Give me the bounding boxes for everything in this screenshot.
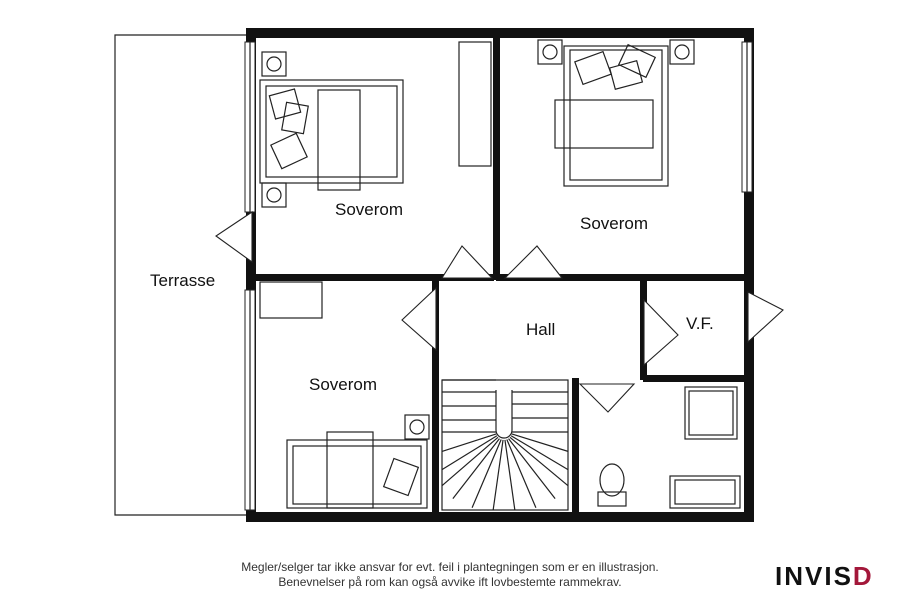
label-vf: V.F. [686,314,714,333]
label-hall: Hall [526,320,555,339]
duvet [326,431,374,509]
stair-tread [511,433,569,452]
pillow [281,101,309,135]
pillow [270,132,308,170]
terrace [114,34,248,516]
pillow [574,50,612,86]
doors [215,210,784,413]
bed [286,439,428,509]
nightstand [261,51,287,77]
duvet [554,99,654,149]
pillow [382,457,420,497]
bathroom-fixtures [597,386,741,509]
pillow [617,43,657,79]
label-soverom-top-right: Soverom [580,214,648,233]
wardrobe [458,41,492,167]
stair-tread [509,436,569,487]
label-terrasse: Terrasse [150,271,215,290]
label-soverom-top-left: Soverom [335,200,403,219]
disclaimer-line-1: Megler/selger tar ikke ansvar for evt. f… [241,560,659,574]
nightstand [537,39,563,65]
stair-tread [441,433,497,452]
logo-text-main: INVIS [775,561,853,591]
toilet-bowl [599,463,625,497]
shower [684,386,738,440]
door-bedroom-top-left [441,245,494,279]
stair-tread [471,439,502,508]
stair-tread [441,435,498,471]
stair-tread [492,439,504,511]
bed [259,79,404,184]
door-vf-exterior [747,291,784,344]
stair-tread [441,436,499,487]
stair-tread [452,438,500,500]
stair-tread [508,438,556,500]
staircase [441,379,569,511]
nightstand [261,182,287,208]
bedroom-top-left-furniture [259,41,492,208]
disclaimer-line-2: Benevnelser på rom kan også avvike ift l… [278,575,622,589]
desk [259,281,323,319]
bedroom-top-right-furniture [537,39,695,187]
pillow [608,60,644,90]
bed [563,45,669,187]
stair-tread [504,439,516,511]
sink [669,475,741,509]
label-soverom-bottom: Soverom [309,375,377,394]
door-bathroom [578,383,636,413]
door-bedroom-top-right [503,245,564,279]
nightstand [669,39,695,65]
logo-text-accent: D [852,561,874,591]
stair-tread [506,439,537,508]
room-labels: Terrasse Soverom Soverom Soverom Hall V.… [150,200,714,394]
bedroom-bottom-furniture [259,281,430,509]
door-vf [643,298,679,367]
windows [244,41,753,511]
stair-tread [510,435,569,471]
inviso-logo: INVISD [775,561,874,592]
toilet-tank [597,491,627,507]
nightstand [404,414,430,440]
floor-plan: Terrasse Soverom Soverom Soverom Hall V.… [114,28,784,522]
pillow [268,88,302,120]
door-terrace [215,210,253,264]
door-bedroom-bottom [401,286,437,352]
duvet [317,89,361,191]
